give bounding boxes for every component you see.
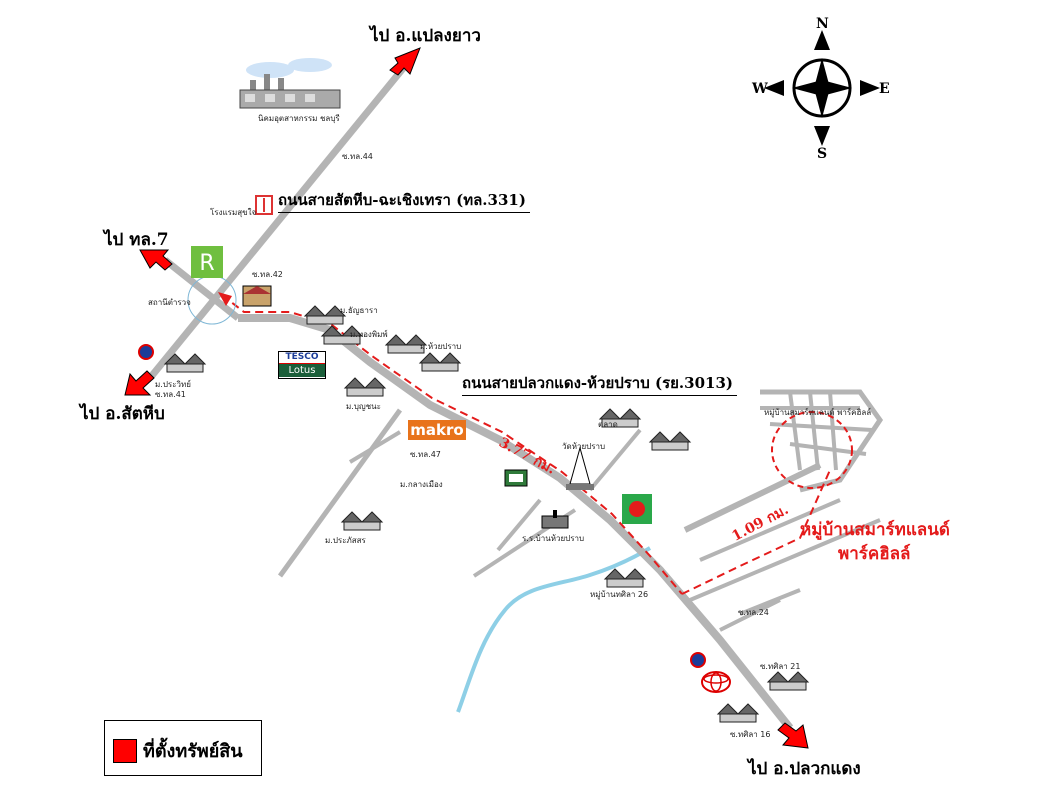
compass-w: W bbox=[752, 81, 768, 97]
label-soi41: ซ.ทล.41 bbox=[155, 390, 186, 399]
map-legend: ที่ตั้งทรัพย์สิน bbox=[104, 720, 262, 776]
side-road-2 bbox=[348, 430, 402, 464]
side-road-3 bbox=[496, 498, 542, 552]
lotus-text: Lotus bbox=[279, 364, 325, 377]
label-village-c: ม.ห้วยปราบ bbox=[420, 342, 462, 351]
label-village26: หมู่บ้านทศิลา 26 bbox=[590, 590, 649, 599]
gas-station-icon bbox=[138, 344, 706, 668]
police-icon bbox=[242, 285, 272, 307]
side-road-8 bbox=[689, 518, 881, 602]
compass-n: N bbox=[816, 16, 829, 32]
side-road-5 bbox=[588, 428, 642, 492]
property-circle bbox=[771, 411, 853, 489]
side-road-10 bbox=[739, 588, 801, 616]
label-to-sattahip: ไป อ.สัตหีบ bbox=[80, 404, 165, 424]
market-icon bbox=[504, 469, 528, 487]
temple-icon bbox=[566, 446, 594, 490]
label-village-e: ม.บุญชนะ bbox=[346, 402, 381, 411]
label-soi47: ซ.ทล.47 bbox=[410, 450, 441, 459]
label-road-3013: ถนนสายปลวกแดง-ห้วยปราบ (รย.3013) bbox=[462, 371, 737, 396]
r-logo-icon: R bbox=[191, 246, 223, 278]
route-start-arrow bbox=[218, 292, 232, 306]
factory-icon bbox=[239, 58, 341, 109]
road-3013 bbox=[238, 314, 794, 731]
label-to-pluak-daeng: ไป อ.ปลวกแดง bbox=[748, 759, 861, 779]
tesco-text: TESCO bbox=[279, 352, 325, 364]
label-village-f: ม.ประภัสสร bbox=[325, 536, 366, 545]
road-to-tl7 bbox=[162, 257, 241, 321]
label-soi21: ซ.ทศิลา 21 bbox=[760, 662, 801, 671]
label-to-plaeng-yao: ไป อ.แปลงยาว bbox=[370, 26, 481, 46]
makro-logo: makro bbox=[408, 420, 466, 440]
label-soi16: ซ.ทศิลา 16 bbox=[730, 730, 771, 739]
toyota-icon bbox=[701, 671, 731, 693]
label-police: สถานีตำรวจ bbox=[148, 298, 191, 307]
tesco-lotus-logo: TESCO Lotus bbox=[278, 351, 326, 379]
label-village-b: ม.ทองพิมพ์ bbox=[350, 330, 388, 339]
road-331 bbox=[147, 63, 408, 381]
label-soi24: ซ.ทล.24 bbox=[738, 608, 769, 617]
label-industrial-estate: นิคมอุตสาหกรรม ชลบุรี bbox=[258, 114, 340, 123]
route-main bbox=[221, 294, 683, 595]
label-market: ตลาด bbox=[598, 420, 618, 429]
side-road-1 bbox=[277, 408, 403, 578]
side-road-9 bbox=[719, 598, 781, 632]
arrow-sw bbox=[124, 370, 155, 396]
compass-rose bbox=[764, 30, 880, 146]
legend-property-label: ที่ตั้งทรัพย์สิน bbox=[143, 741, 243, 762]
village-icons bbox=[163, 305, 810, 723]
road-network bbox=[147, 63, 884, 731]
arrow-w bbox=[139, 249, 173, 271]
arrow-se bbox=[777, 722, 809, 749]
label-village-d: ม.ประวิทย์ bbox=[155, 380, 191, 389]
river bbox=[456, 546, 652, 713]
side-road-7 bbox=[699, 498, 841, 562]
project-grid bbox=[760, 389, 884, 493]
label-project-line1: หมู่บ้านสมาร์ทแลนด์ bbox=[800, 520, 950, 540]
label-road-331: ถนนสายสัตหีบ-ฉะเชิงเทรา (ทล.331) bbox=[278, 188, 530, 213]
arrow-ne bbox=[389, 47, 421, 76]
label-project-line2: พาร์คฮิลล์ bbox=[838, 544, 911, 564]
label-village-a: ม.ธัญธารา bbox=[340, 306, 378, 315]
label-soi42: ซ.ทล.42 bbox=[252, 270, 283, 279]
direction-arrows bbox=[124, 47, 809, 749]
label-temple: วัดห้วยปราบ bbox=[562, 442, 606, 451]
route-branch bbox=[681, 469, 831, 595]
label-soi44: ซ.ทล.44 bbox=[342, 152, 373, 161]
side-road-6 bbox=[683, 462, 822, 533]
label-hotel: โรงแรมสุขใจ bbox=[210, 208, 257, 217]
label-school: ร.ร.บ้านห้วยปราบ bbox=[522, 534, 585, 543]
label-ymca: ม.กลางเมือง bbox=[400, 480, 443, 489]
legend-property-swatch bbox=[113, 739, 137, 763]
compass-s: S bbox=[817, 146, 828, 162]
store-logo-icon bbox=[622, 494, 652, 524]
compass-e: E bbox=[879, 81, 890, 97]
svg-text:R: R bbox=[199, 251, 214, 276]
school-icon bbox=[541, 510, 569, 529]
label-to-tl7: ไป ทล.7 bbox=[104, 230, 169, 250]
label-project-small: หมู่บ้านสมาร์ทแลนด์ พาร์คฮิลล์ bbox=[764, 408, 872, 417]
hotel-icon bbox=[255, 195, 273, 215]
